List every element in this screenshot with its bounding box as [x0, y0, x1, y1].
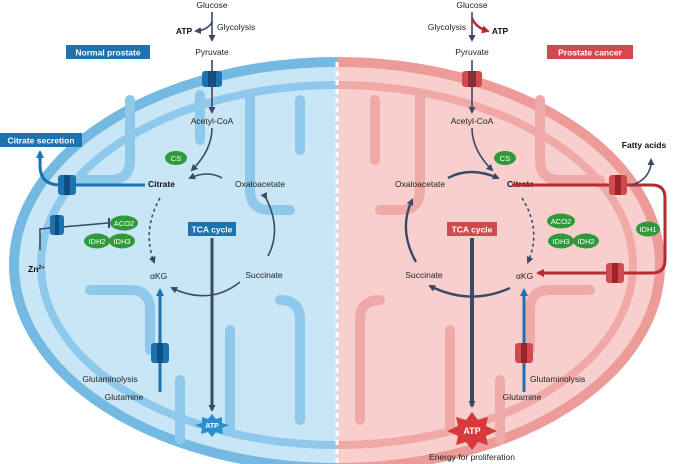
right-atp-output-label: ATP — [463, 426, 480, 436]
right-akg-label: αKG — [516, 271, 533, 281]
left-idh2-enzyme — [84, 233, 110, 249]
left-cs-enzyme — [165, 151, 187, 165]
right-akg-transporter — [606, 263, 624, 283]
right-idh3-label: IDH3 — [552, 237, 569, 246]
left-citrate-label: Citrate — [148, 179, 175, 189]
normal-title-box — [66, 45, 150, 59]
left-idh3-label: IDH3 — [113, 237, 130, 246]
right-glutamine-label: Glutamine — [503, 392, 542, 402]
right-glucose-label: Glucose — [456, 0, 487, 10]
normal-mitochondrion — [9, 57, 337, 464]
right-cs-enzyme — [494, 151, 516, 165]
right-cs-label: CS — [500, 154, 510, 163]
left-glycolysis-label: Glycolysis — [217, 22, 255, 32]
right-pyruvate-label: Pyruvate — [455, 47, 489, 57]
left-tca-box — [188, 222, 236, 236]
left-acetyl-coa-label: Acetyl-CoA — [191, 116, 234, 126]
left-atp-output-label: ATP — [205, 423, 219, 430]
cancer-mitochondrion — [337, 57, 665, 464]
right-oxaloacetate-label: Oxaloacetate — [395, 179, 445, 189]
right-glutamine-transporter — [515, 343, 533, 363]
left-idh3-enzyme — [109, 233, 135, 249]
left-idh2-label: IDH2 — [88, 237, 105, 246]
normal-title: Normal prostate — [75, 48, 140, 58]
left-atp-label: ATP — [176, 26, 193, 36]
prostate-cancer-panel: Prostate cancer Glucose ATP Glycolysis P… — [395, 0, 667, 462]
left-zinc-label: Zn2+ — [28, 264, 45, 274]
left-zinc-transporter — [50, 215, 64, 235]
left-glucose-label: Glucose — [196, 0, 227, 10]
fatty-acids-label: Fatty acids — [622, 140, 667, 150]
left-oxaloacetate-label: Oxaloacetate — [235, 179, 285, 189]
right-aco2-enzyme — [547, 213, 575, 229]
left-pyruvate-label: Pyruvate — [195, 47, 229, 57]
left-akg-label: αKG — [150, 271, 167, 281]
right-glycolysis-label: Glycolysis — [428, 22, 466, 32]
left-citrate-transporter — [58, 175, 76, 195]
right-atp-label: ATP — [492, 26, 509, 36]
left-cs-label: CS — [171, 154, 181, 163]
normal-prostate-panel: Normal prostate Glucose ATP Glycolysis P… — [0, 0, 285, 437]
right-idh2-enzyme — [573, 233, 599, 249]
cancer-title: Prostate cancer — [558, 48, 622, 58]
right-idh2-label: IDH2 — [577, 237, 594, 246]
right-atp-burst — [447, 412, 497, 450]
right-glutaminolysis-label: Glutaminolysis — [530, 374, 585, 384]
left-atp-burst — [195, 414, 229, 437]
energy-for-proliferation-label: Energy for proliferation — [429, 452, 515, 462]
right-aco2-label: ACO2 — [551, 217, 571, 226]
left-glutaminolysis-label: Glutaminolysis — [82, 374, 137, 384]
right-citrate-transporter — [609, 175, 627, 195]
right-idh3-enzyme — [548, 233, 574, 249]
right-tca-label: TCA cycle — [452, 225, 493, 235]
right-idh1-label: IDH1 — [639, 225, 656, 234]
right-idh1-enzyme — [636, 221, 660, 237]
left-glutamine-label: Glutamine — [105, 392, 144, 402]
left-glutamine-transporter — [151, 343, 169, 363]
citrate-secretion-box — [0, 133, 82, 147]
right-succinate-label: Succinate — [405, 270, 443, 280]
left-succinate-label: Succinate — [245, 270, 283, 280]
cancer-title-box — [547, 45, 633, 59]
right-tca-box — [447, 222, 497, 236]
left-tca-label: TCA cycle — [192, 225, 233, 235]
left-aco2-enzyme — [110, 215, 138, 231]
right-acetyl-coa-label: Acetyl-CoA — [451, 116, 494, 126]
citrate-secretion-label: Citrate secretion — [7, 136, 74, 146]
left-aco2-label: ACO2 — [114, 219, 134, 228]
